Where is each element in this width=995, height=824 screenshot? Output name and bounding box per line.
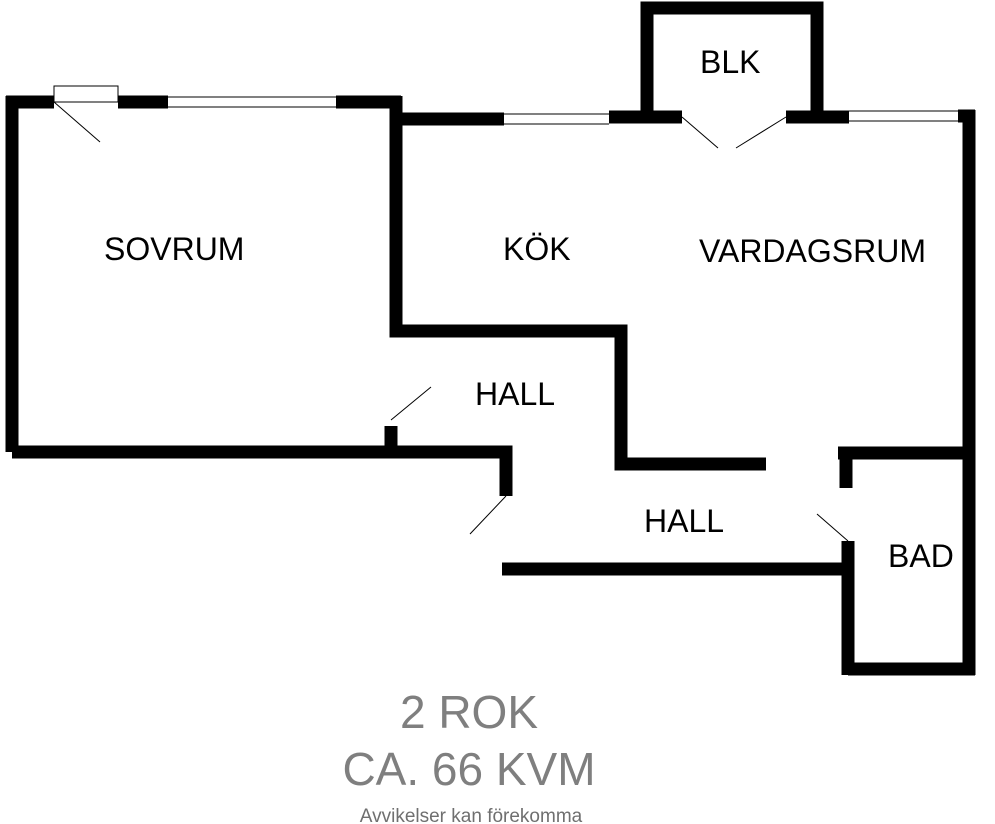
bedroom-vent-window bbox=[53, 85, 119, 103]
balcony-wall bbox=[640, 1, 824, 117]
area-title: CA. 66 KVM bbox=[342, 743, 595, 795]
kitchen-left-wall bbox=[389, 96, 766, 471]
entrance-door-swing bbox=[469, 495, 507, 535]
bedroom-bottom-wall bbox=[12, 445, 513, 496]
room-label-sovrum: SOVRUM bbox=[104, 231, 244, 267]
room-label-kok: KÖK bbox=[503, 231, 571, 267]
walls bbox=[5, 1, 976, 676]
windows bbox=[53, 85, 958, 125]
balcony-door-swing-left bbox=[681, 116, 719, 149]
bedroom-door-swing bbox=[390, 386, 432, 421]
room-label-vardagsrum: VARDAGSRUM bbox=[699, 233, 926, 269]
doors bbox=[53, 101, 849, 542]
room-label-blk: BLK bbox=[700, 44, 760, 80]
summary: 2 ROK CA. 66 KVM Avvikelser kan förekomm… bbox=[342, 686, 595, 824]
room-label-hall-lower: HALL bbox=[644, 503, 724, 539]
layout-title: 2 ROK bbox=[400, 686, 538, 738]
bath-door-swing bbox=[816, 513, 849, 542]
bedroom-vent-swing bbox=[53, 101, 101, 143]
room-label-bad: BAD bbox=[888, 538, 954, 574]
disclaimer-text: Avvikelser kan förekomma bbox=[360, 806, 583, 824]
room-labels: SOVRUM KÖK VARDAGSRUM BLK HALL HALL BAD bbox=[104, 44, 954, 574]
balcony-door-swing-right bbox=[735, 116, 787, 149]
room-label-hall-upper: HALL bbox=[475, 376, 555, 412]
